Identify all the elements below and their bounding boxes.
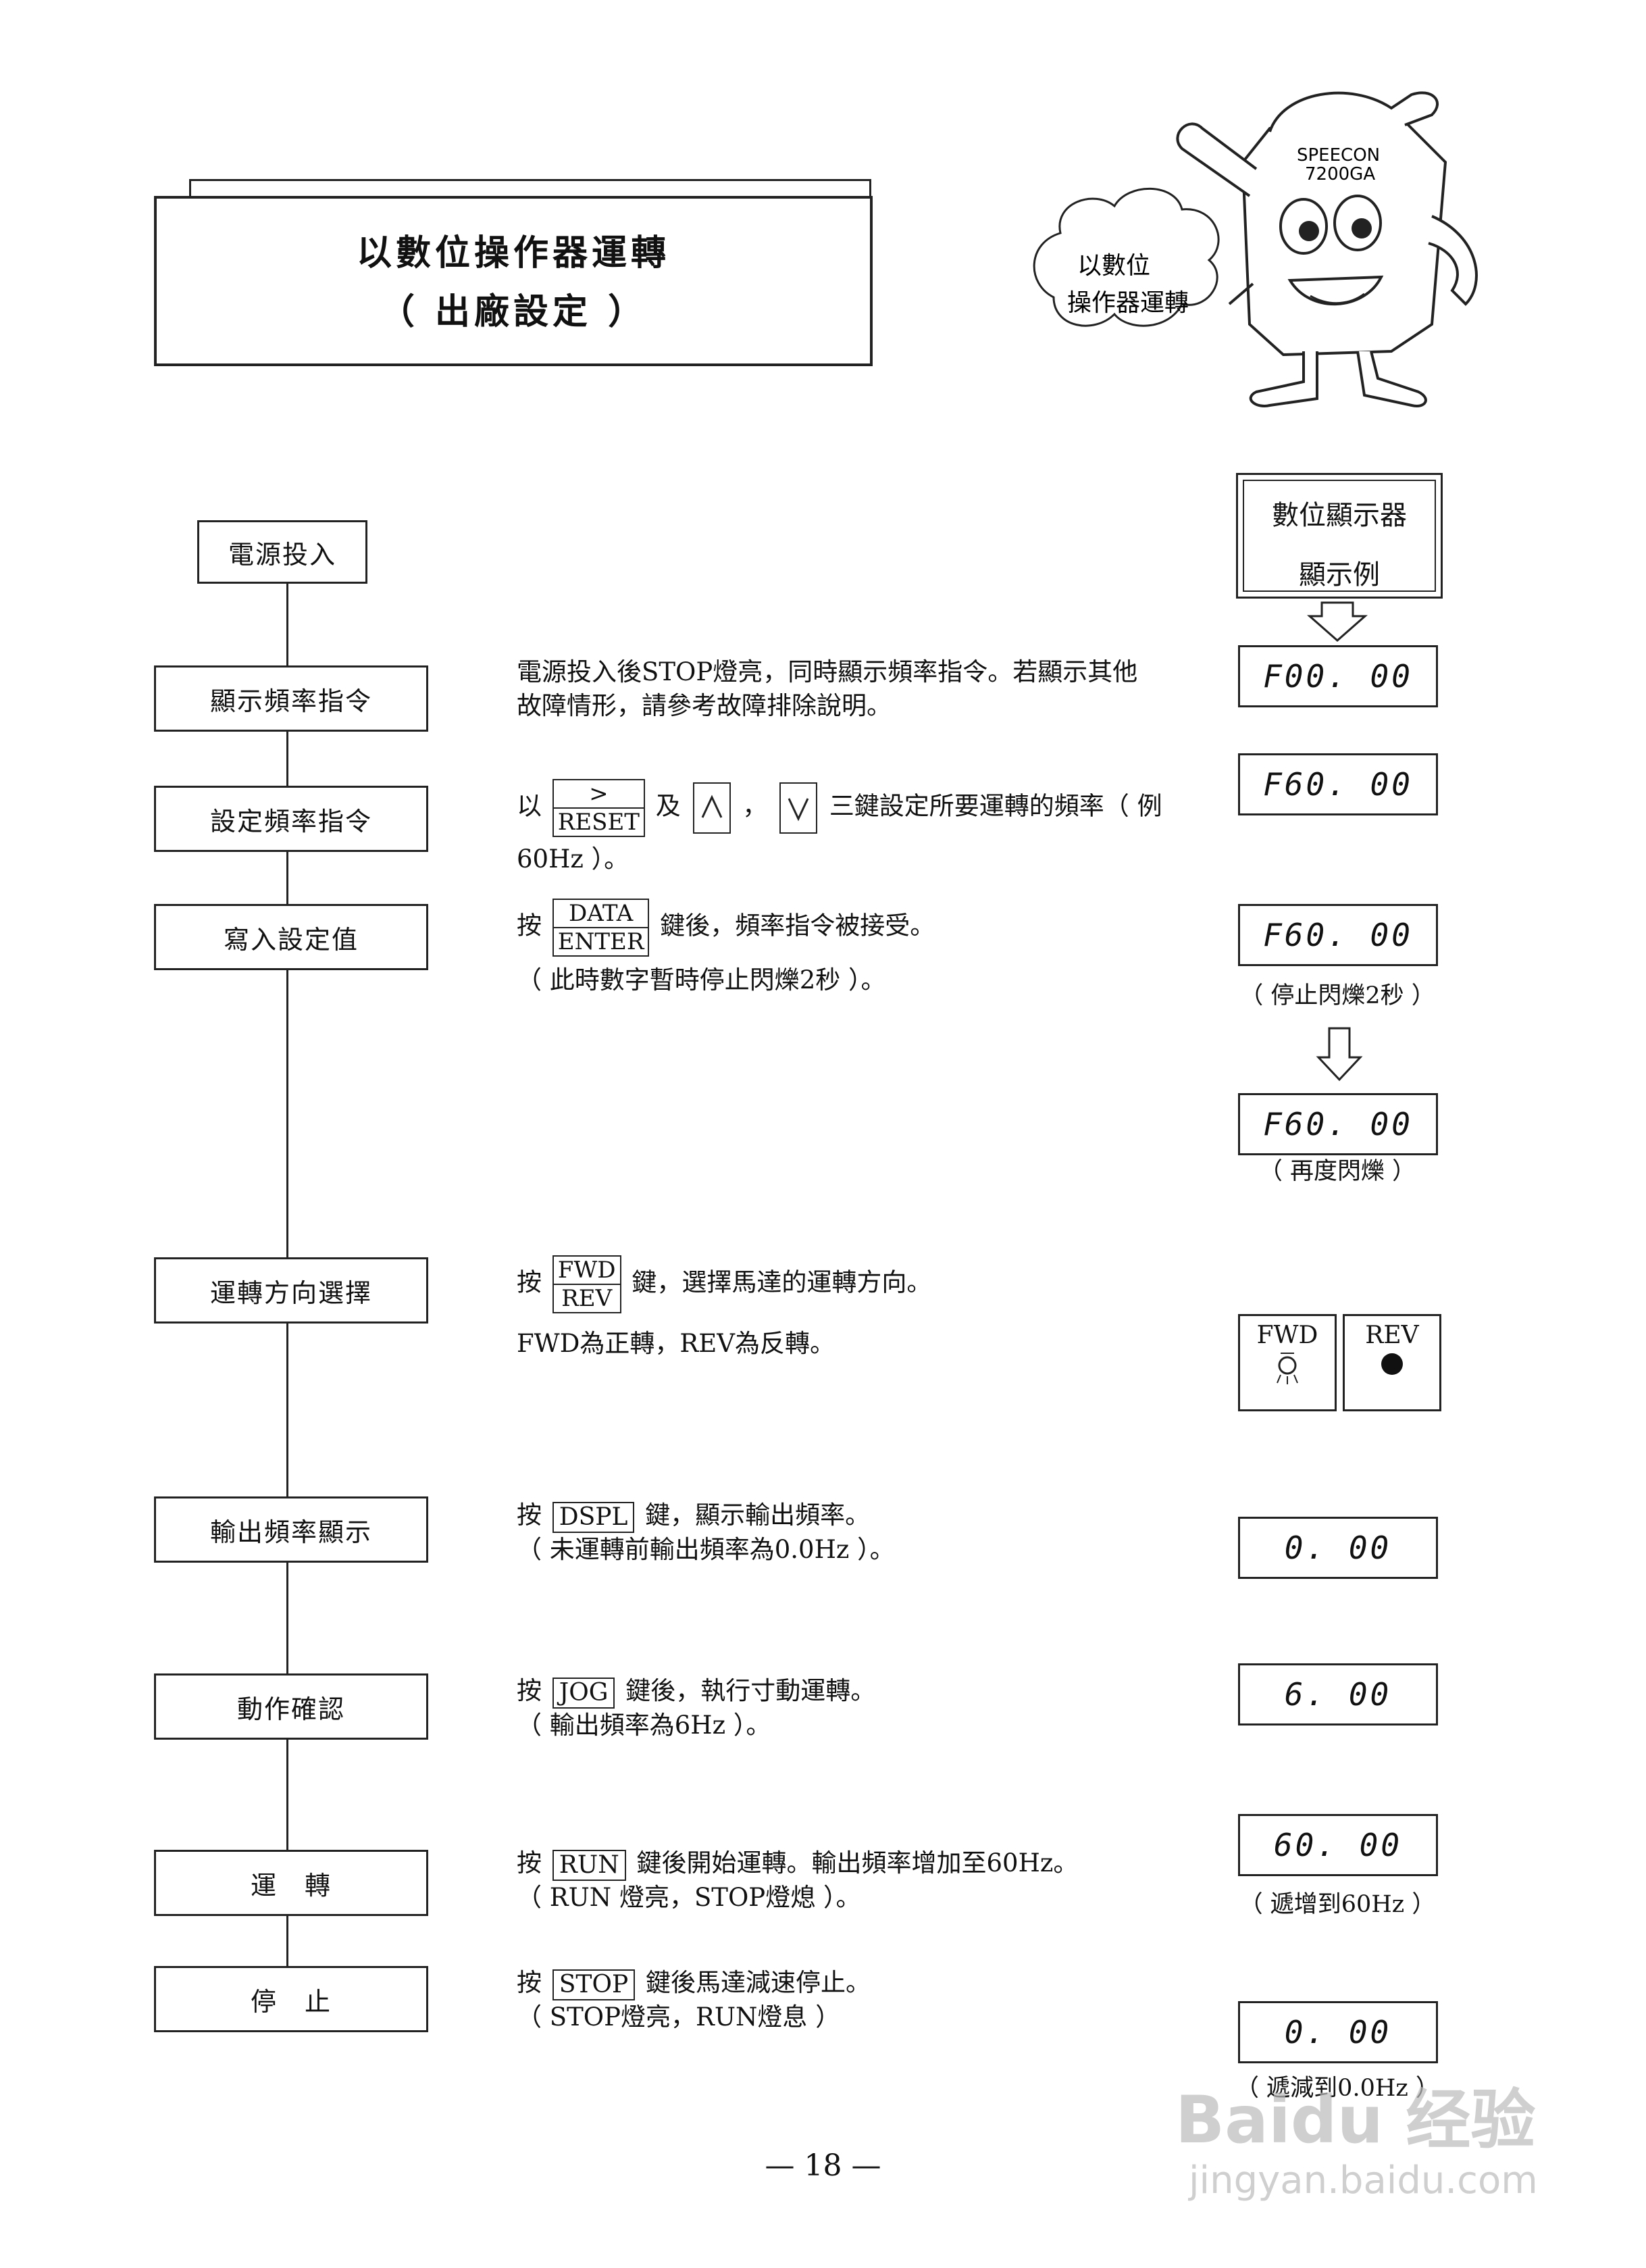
step5-description: 按 DSPL 鍵，顯示輸出頻率。 （ 未運轉前輸出頻率為0.0Hz ）。 (517, 1498, 895, 1567)
lamp-lit-icon (1277, 1353, 1298, 1384)
step8-prefix: 按 (517, 1968, 542, 1997)
page-subtitle: （ 出廠設定 ） (379, 292, 648, 332)
step5-desc-line2: （ 未運轉前輸出頻率為0.0Hz ）。 (517, 1534, 895, 1564)
display-6-00: 6. 00 (1238, 1663, 1438, 1725)
step2-prefix: 以 (517, 791, 542, 821)
step3-desc-line2: （ 此時數字暫時停止閃爍2秒 ）。 (517, 965, 886, 994)
reset-key-bottom: RESET (553, 807, 644, 836)
fwd-lamp-label: FWD (1256, 1321, 1318, 1349)
hollow-down-arrow-icon (1316, 1027, 1363, 1081)
step-stop: 停 止 (154, 1966, 428, 2032)
caption-stop-blink: （ 停止閃爍2秒 ） (1239, 982, 1435, 1009)
shift-reset-key: > RESET (552, 779, 645, 837)
step-display-frequency: 顯示頻率指令 (154, 665, 428, 732)
caption-ramp-down: （ 遞減到0.0Hz ） (1235, 2075, 1439, 2102)
data-key-top: DATA (568, 900, 634, 927)
dspl-key: DSPL (552, 1501, 635, 1533)
down-key-icon (779, 782, 818, 834)
step2-desc-line2: 60Hz ）。 (517, 845, 629, 874)
bubble-text-2: 操作器運轉 (1067, 289, 1189, 317)
rev-lamp-label: REV (1365, 1321, 1419, 1349)
fwd-lamp: FWD (1238, 1314, 1337, 1411)
display-60-00: 60. 00 (1238, 1814, 1438, 1876)
shift-key-top: > (589, 780, 609, 807)
step8-suffix: 鍵後馬達減速停止。 (645, 1968, 871, 1997)
step3-description: 按 DATA ENTER 鍵後，頻率指令被接受。 （ 此時數字暫時停止閃爍2秒 … (517, 899, 935, 997)
step8-description: 按 STOP 鍵後馬達減速停止。 （ STOP燈亮，RUN燈息 ） (517, 1966, 871, 2034)
step7-prefix: 按 (517, 1848, 542, 1878)
display-f60-steady: F60. 00 (1238, 904, 1438, 966)
step1-desc-line1: 電源投入後STOP燈亮，同時顯示頻率指令。若顯示其他 (517, 657, 1138, 686)
data-enter-key: DATA ENTER (552, 899, 650, 957)
bubble-text-1: 以數位 (1077, 252, 1150, 280)
step7-description: 按 RUN 鍵後開始運轉。輸出頻率增加至60Hz。 （ RUN 燈亮，STOP燈… (517, 1846, 1078, 1915)
watermark-url: jingyan.baidu.com (1189, 2159, 1538, 2202)
step3-suffix: 鍵後，頻率指令被接受。 (660, 911, 935, 940)
stop-key: STOP (552, 1969, 636, 2000)
watermark-logo: Baidu 经验 (1175, 2082, 1536, 2158)
display-f60-blink: F60. 00 (1238, 753, 1438, 815)
display-0-00-stop: 0. 00 (1238, 2001, 1438, 2063)
step2-description: 以 > RESET 及 ， 三鍵設定所要運轉的頻率（ 例 60Hz ）。 (517, 779, 1162, 876)
display-header-line1: 數位顯示器 (1272, 500, 1407, 531)
step4-desc-line2: FWD為正轉，REV為反轉。 (517, 1329, 835, 1358)
step3-prefix: 按 (517, 911, 542, 940)
step6-prefix: 按 (517, 1676, 542, 1705)
caption-blink-again: （ 再度閃爍 ） (1258, 1158, 1416, 1185)
step6-desc-line2: （ 輸出頻率為6Hz ）。 (517, 1710, 771, 1740)
step4-description: 按 FWD REV 鍵，選擇馬達的運轉方向。 FWD為正轉，REV為反轉。 (517, 1255, 931, 1361)
step5-prefix: 按 (517, 1501, 542, 1530)
step-run: 運 轉 (154, 1850, 428, 1916)
display-f00: F00. 00 (1238, 645, 1438, 707)
up-key-icon (692, 782, 731, 834)
caption-ramp-up: （ 遞增到60Hz ） (1239, 1891, 1436, 1918)
step4-prefix: 按 (517, 1267, 542, 1297)
step2-comma: ， (742, 791, 768, 821)
jog-key: JOG (552, 1677, 615, 1709)
step6-description: 按 JOG 鍵後，執行寸動運轉。 （ 輸出頻率為6Hz ）。 (517, 1674, 875, 1742)
step-write-value: 寫入設定值 (154, 904, 428, 970)
step5-suffix: 鍵，顯示輸出頻率。 (645, 1501, 871, 1530)
fwd-rev-key: FWD REV (552, 1255, 621, 1313)
rev-lamp: REV (1343, 1314, 1441, 1411)
display-0-00: 0. 00 (1238, 1517, 1438, 1579)
step-direction-select: 運轉方向選擇 (154, 1257, 428, 1324)
title-box: 以數位操作器運轉 （ 出廠設定 ） (154, 196, 873, 366)
step1-desc-line2: 故障情形，請參考故障排除說明。 (517, 691, 892, 720)
step2-and: 及 (655, 791, 681, 821)
down-arrow-icon (1307, 601, 1368, 642)
display-example-header: 數位顯示器 顯示例 (1236, 473, 1443, 599)
step-output-frequency: 輸出頻率顯示 (154, 1496, 428, 1563)
step6-suffix: 鍵後，執行寸動運轉。 (625, 1676, 876, 1705)
page-number: — 18 — (765, 2148, 881, 2183)
step4-suffix: 鍵，選擇馬達的運轉方向。 (632, 1267, 932, 1297)
rev-key-bottom: REV (553, 1284, 620, 1312)
run-key: RUN (552, 1849, 626, 1881)
mascot-label-2: 7200GA (1305, 164, 1375, 184)
enter-key-bottom: ENTER (553, 927, 648, 955)
step-set-frequency: 設定頻率指令 (154, 786, 428, 852)
page-title: 以數位操作器運轉 (356, 233, 670, 274)
step2-suffix: 三鍵設定所要運轉的頻率（ 例 (829, 791, 1162, 821)
lamp-dark-icon (1381, 1353, 1403, 1375)
display-f60-reblink: F60. 00 (1238, 1093, 1438, 1155)
display-header-line2: 顯示例 (1299, 559, 1380, 590)
step8-desc-line2: （ STOP燈亮，RUN燈息 ） (517, 2002, 841, 2032)
step-power-on: 電源投入 (197, 520, 367, 584)
mascot-label-1: SPEECON (1297, 145, 1380, 166)
fwd-key-top: FWD (557, 1257, 616, 1284)
mascot-illustration: SPEECON 7200GA 以數位 操作器運轉 (1033, 91, 1478, 407)
step1-description: 電源投入後STOP燈亮，同時顯示頻率指令。若顯示其他 故障情形，請參考故障排除說… (517, 655, 1137, 723)
step7-desc-line2: （ RUN 燈亮，STOP燈熄 ）。 (517, 1882, 861, 1912)
step-operation-check: 動作確認 (154, 1673, 428, 1740)
step7-suffix: 鍵後開始運轉。輸出頻率增加至60Hz。 (636, 1848, 1079, 1878)
